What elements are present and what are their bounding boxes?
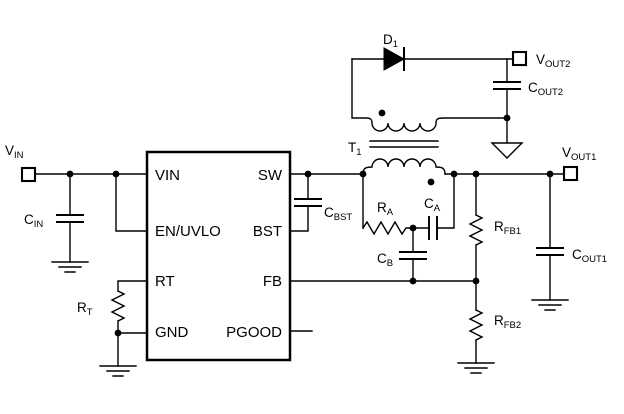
junction-dot [304,170,312,178]
cbst-label: CBST [324,205,352,223]
t1-secondary-polarity-dot [378,109,386,117]
pin-rt: RT [155,273,175,290]
vin-terminal-label: VIN [5,143,24,161]
ground-icon [99,365,137,377]
cin-capacitor: CIN [24,173,89,273]
ic-regulator: VIN EN/UVLO RT GND SW BST FB PGOOD [145,150,292,362]
rt-label: RT [77,300,93,318]
rt-gnd-wires [117,320,148,367]
ra-label: RA [377,200,394,218]
t1-label: T1 [348,140,362,158]
cout2-capacitor: COUT2 [490,58,563,159]
t1-secondary-winding [351,58,508,132]
rt-zigzag [110,290,126,322]
pin-gnd: GND [155,324,189,341]
cb-label: CB [377,251,393,269]
vout1-terminal-square [562,165,579,182]
pin-vin: VIN [155,167,180,184]
cin-label: CIN [24,212,43,230]
pin-fb: FB [263,273,282,290]
junction-dot [472,170,480,178]
rt-lead-top [117,280,148,292]
cbst-plates [294,198,322,207]
junction-dot [546,170,554,178]
junction-dot [66,170,74,178]
rt-resistor: RT [77,280,148,377]
rfb1-label: RFB1 [494,219,521,237]
junction-dot [409,224,417,232]
junction-dot [359,170,367,178]
vout1-terminal-label: VOUT1 [562,145,596,163]
rfb1-resistor: RFB1 [468,173,521,282]
cout1-label: COUT1 [572,247,607,265]
t1-primary-winding [362,158,446,175]
ground-icon [457,362,495,374]
diode-icon [383,47,406,71]
vout2-terminal-label: VOUT2 [536,52,570,70]
ground-triangle-icon [490,142,524,159]
cbst-capacitor: CBST [289,173,352,232]
cout2-plates [493,81,521,90]
rfb2-label: RFB2 [494,313,521,331]
pin-bst: BST [253,223,282,240]
ground-icon [531,299,569,311]
cbst-lead-wires [289,173,309,232]
rfb2-resistor: RFB2 [457,280,521,374]
ic-body [145,150,292,362]
vout1-terminal: VOUT1 [562,145,596,182]
junction-dots [66,114,554,337]
pin-en-uvlo: EN/UVLO [155,223,221,240]
vout2-terminal: VOUT2 [511,50,570,70]
t1-primary-polarity-dot [427,178,435,186]
cb-capacitor: CB [377,227,427,282]
pin-pgood: PGOOD [226,324,282,341]
t1-transformer: T1 [348,58,508,186]
junction-dot [472,277,480,285]
rfb2-zigzag [468,309,484,341]
cout1-plates [536,247,564,256]
junction-dot [503,114,511,122]
ra-zigzag [362,220,414,236]
ground-icon [51,261,89,273]
vout2-terminal-square [511,50,528,67]
cb-plates [399,251,427,260]
junction-dot [409,277,417,285]
junction-dot [112,170,120,178]
ra-resistor: RA [362,173,414,236]
d1-diode: D1 [351,32,514,71]
junction-dot [114,329,122,337]
vin-terminal-square [20,166,37,183]
ca-label: CA [424,196,441,214]
cout2-label: COUT2 [528,80,563,98]
pin-sw: SW [258,167,283,184]
vin-terminal: VIN [5,143,37,183]
cout1-capacitor: COUT1 [531,173,607,311]
d1-label: D1 [383,32,398,50]
t1-core [369,140,439,148]
ca-plates [428,216,438,240]
rfb1-zigzag [468,214,484,246]
cin-plates [56,214,84,223]
en-uvlo-wire [115,173,148,232]
junction-dot [450,170,458,178]
